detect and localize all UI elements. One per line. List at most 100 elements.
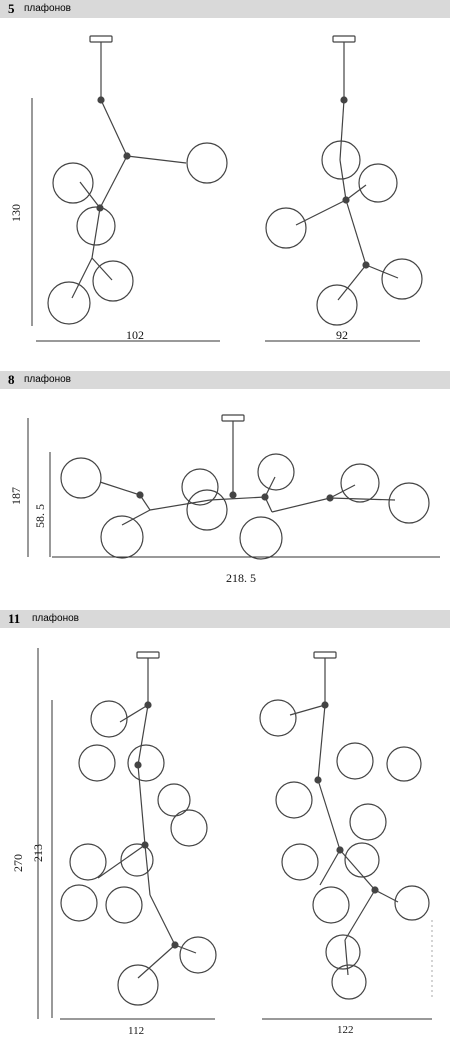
chandelier-5-right [265,35,423,326]
rod [345,199,367,266]
section-count: 8 [8,372,15,387]
globe [316,284,358,326]
rod [79,181,101,209]
rod [174,944,197,954]
rod [374,889,399,903]
rod [329,497,396,501]
dimension-lines-5 [31,98,420,342]
rod [144,844,151,896]
rod [344,889,376,941]
chandelier-5-left [47,35,228,325]
globe [78,744,116,782]
section-label: плафонов [24,3,71,14]
section-header-8: 8 плафонов [0,371,450,389]
rod [365,264,399,279]
rod [137,944,176,979]
globe [340,463,380,503]
globe [52,162,94,204]
dimension-lines-11 [37,648,433,1020]
dim-height-label: 270 [11,854,25,872]
globe [321,140,361,180]
globe [92,260,134,302]
globe [120,843,154,877]
section-count: 11 [8,611,21,626]
dim-width-label: 92 [336,328,348,342]
rod [100,99,128,157]
globe [349,803,387,841]
rod [337,264,367,301]
dim-width-label: 122 [337,1024,354,1036]
rod [71,257,93,299]
globe [179,936,217,974]
rod [344,939,349,976]
globe [117,964,159,1006]
rod [319,849,341,886]
globe [386,746,422,782]
section-label: плафонов [32,613,79,624]
rod [126,155,187,164]
section-header-5: 5 плафонов [0,0,450,18]
globe [331,964,367,1000]
dim-width-label: 112 [128,1025,144,1037]
globe [381,258,423,300]
rod [264,476,276,498]
globe [60,457,102,499]
globe [358,163,398,203]
globe [90,700,128,738]
chandelier-11-right [259,651,430,1000]
ceiling-mount [136,651,160,659]
dim-drop-label: 58. 5 [33,504,47,528]
dim-width-label: 102 [126,328,144,342]
globe [265,207,307,249]
chandelier-11-left [60,651,217,1006]
globe [257,453,295,491]
section-label: плафонов [24,374,71,385]
rod [121,509,151,526]
rod [339,159,347,201]
globe [76,206,116,246]
globe [69,843,107,881]
rod [149,499,211,511]
dim-height-label: 130 [9,204,23,222]
globe [157,783,191,817]
dim-drop-label: 213 [31,844,45,862]
globe [181,468,219,506]
globe [105,886,143,924]
dim-height-label: 187 [9,487,23,505]
globe [170,809,208,847]
section-header-11: 11 плафонов [0,610,450,628]
rod [339,99,345,161]
ceiling-mount [221,414,245,422]
rod [317,779,341,851]
ceiling-mount [313,651,337,659]
rod [91,257,113,281]
rod [209,496,266,501]
globe [100,515,144,559]
globe [239,516,283,560]
globe [312,886,350,924]
rod [99,481,141,496]
globe [281,843,319,881]
globe [336,742,374,780]
globe [344,842,380,878]
globe [127,744,165,782]
ceiling-mount [89,35,113,43]
rod [149,894,176,946]
rod [119,704,149,723]
dim-width-label: 218. 5 [226,571,256,585]
globe [47,281,91,325]
rod [137,704,149,766]
globe [60,884,98,922]
globe [186,489,228,531]
globe [388,482,430,524]
rod [345,184,367,201]
ceiling-mount [332,35,356,43]
rod [271,497,331,513]
globe [325,934,361,970]
rod [317,704,326,781]
rod [99,155,128,209]
dimension-lines-8 [27,418,440,558]
globe [186,142,228,184]
rod [295,199,347,226]
